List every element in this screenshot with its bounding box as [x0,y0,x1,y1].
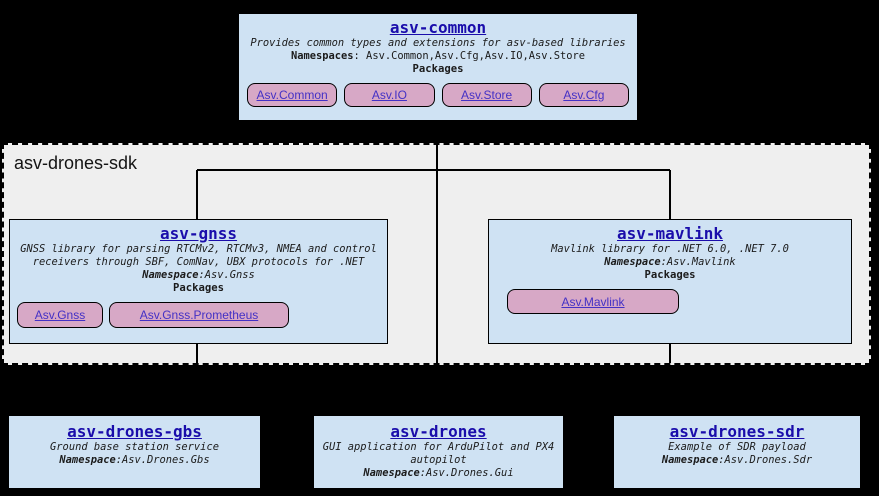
group-title: asv-drones-sdk [14,153,138,173]
asv-drones-gbs-description: Ground base station service [50,441,219,453]
packages-label: Packages [644,269,696,281]
namespace-value: :Asv.Gnss [198,269,255,281]
node-asv-gnss: asv-gnss GNSS library for parsing RTCMv2… [9,219,388,344]
namespace-value: :Asv.Drones.Sdr [718,454,813,466]
asv-gnss-packages-row: Asv.Gnss Asv.Gnss.Prometheus [10,302,387,328]
asv-common-description: Provides common types and extensions for… [250,37,626,49]
package-button-asv-gnss-prometheus[interactable]: Asv.Gnss.Prometheus [109,302,289,328]
asv-gnss-title-link[interactable]: asv-gnss [159,224,238,243]
asv-drones-description: GUI application for ArduPilot and PX4 au… [322,441,555,466]
namespace-value: :Asv.Drones.Gbs [115,454,210,466]
namespace-label: Namespace [363,467,420,479]
asv-mavlink-packages-row: Asv.Mavlink [489,289,851,314]
namespace-label: Namespace [661,454,719,466]
packages-label: Packages [412,63,464,75]
asv-gnss-description: GNSS library for parsing RTCMv2, RTCMv3,… [20,243,377,268]
package-button-asv-gnss[interactable]: Asv.Gnss [17,302,103,328]
node-asv-drones: asv-drones GUI application for ArduPilot… [313,415,564,489]
asv-common-title-link[interactable]: asv-common [389,18,487,37]
group-asv-drones-sdk: asv-drones-sdk asv-gnss GNSS library for… [2,143,871,365]
package-button-asv-cfg[interactable]: Asv.Cfg [538,83,629,107]
asv-mavlink-description: Mavlink library for .NET 6.0, .NET 7.0 [551,243,789,255]
namespace-label: Namespace [59,454,116,466]
connector-lines [196,145,671,363]
namespace-label: Namespace [604,256,661,268]
node-asv-drones-sdr: asv-drones-sdr Example of SDR payload Na… [613,415,861,489]
asv-drones-gbs-namespace: Namespace:Asv.Drones.Gbs [9,454,260,467]
asv-drones-sdr-description: Example of SDR payload [668,441,806,453]
namespace-value: :Asv.Mavlink [660,256,736,268]
packages-label: Packages [172,282,225,294]
package-button-asv-store[interactable]: Asv.Store [441,83,532,107]
asv-mavlink-title-link[interactable]: asv-mavlink [617,224,723,243]
node-asv-mavlink: asv-mavlink Mavlink library for .NET 6.0… [488,219,852,344]
namespace-value: :Asv.Drones.Gui [419,467,514,479]
namespace-label: Namespace [142,269,199,281]
asv-common-packages-row: Asv.Common Asv.IO Asv.Store Asv.Cfg [239,83,637,107]
asv-drones-sdr-namespace: Namespace:Asv.Drones.Sdr [614,454,860,467]
namespaces-value: : Asv.Common,Asv.Cfg,Asv.IO,Asv.Store [353,50,586,62]
package-button-asv-mavlink[interactable]: Asv.Mavlink [507,289,679,314]
asv-drones-title-link[interactable]: asv-drones [390,422,487,441]
node-asv-drones-gbs: asv-drones-gbs Ground base station servi… [8,415,261,489]
asv-drones-gbs-title-link[interactable]: asv-drones-gbs [67,422,202,441]
node-asv-common: asv-common Provides common types and ext… [238,13,638,121]
package-button-asv-io[interactable]: Asv.IO [344,83,435,107]
asv-drones-namespace: Namespace:Asv.Drones.Gui [314,467,563,480]
asv-gnss-namespace: Namespace:Asv.Gnss [10,269,387,282]
asv-drones-sdr-title-link[interactable]: asv-drones-sdr [669,422,805,441]
namespaces-label: Namespaces [290,50,354,62]
asv-common-namespaces: Namespaces: Asv.Common,Asv.Cfg,Asv.IO,As… [239,50,637,63]
package-button-asv-common[interactable]: Asv.Common [247,83,338,107]
asv-mavlink-namespace: Namespace:Asv.Mavlink [489,256,851,269]
